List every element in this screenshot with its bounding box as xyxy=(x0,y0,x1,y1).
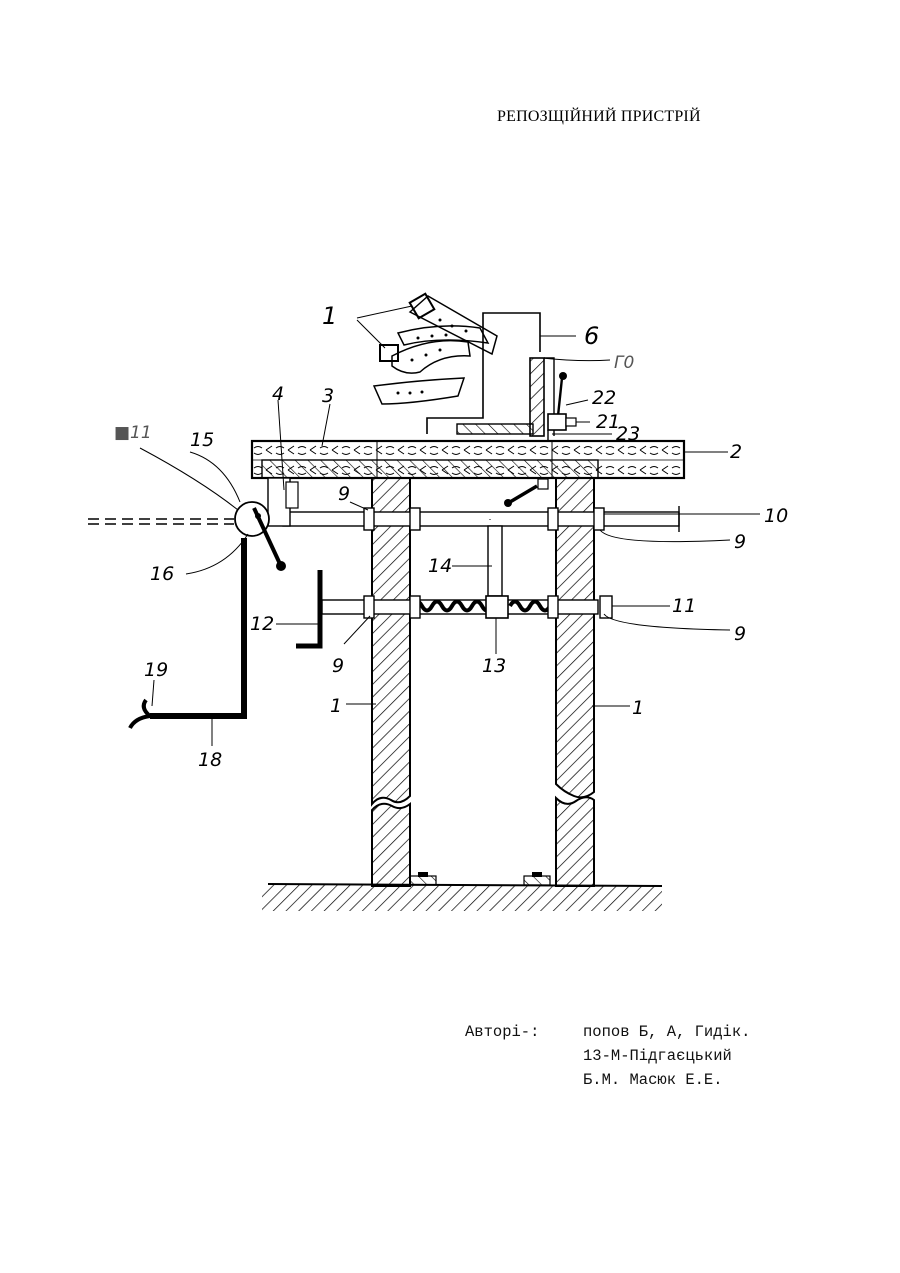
label-9-c: 9 xyxy=(734,623,746,645)
table-top xyxy=(252,441,684,478)
authors-label: Авторі-: xyxy=(465,1020,583,1044)
label-12: 12 xyxy=(250,613,274,635)
hinge-wheel xyxy=(88,478,298,571)
label-2: 2 xyxy=(730,441,742,463)
authors-line-1: попов Б, А, Гидік. xyxy=(583,1020,750,1044)
authors-line-2: 13-М-Підгаєцький xyxy=(465,1044,750,1068)
vertical-post xyxy=(488,526,502,596)
label-9-d: 9 xyxy=(332,655,344,677)
label-16: 16 xyxy=(150,563,174,585)
label-4: 4 xyxy=(272,383,284,405)
label-1-right: 1 xyxy=(632,697,644,719)
label-19: 19 xyxy=(144,659,168,681)
label-11-top: ■11 xyxy=(114,423,152,443)
label-14: 14 xyxy=(428,555,452,577)
authors-block: Авторі-: попов Б, А, Гидік. 13-М-Підгаєц… xyxy=(465,1020,750,1092)
label-13: 13 xyxy=(482,655,506,677)
label-23: 23 xyxy=(616,423,640,445)
label-10: 10 xyxy=(764,505,788,527)
label-3: 3 xyxy=(322,385,334,407)
label-22: 22 xyxy=(592,387,616,409)
label-1-left: 1 xyxy=(330,695,342,717)
label-18: 18 xyxy=(198,749,222,771)
upper-rod xyxy=(283,506,679,532)
label-20: Г0 xyxy=(614,353,634,373)
part-labels: 1 6 Г0 22 21 23 2 3 4 15 ■11 9 10 9 16 1… xyxy=(114,302,788,771)
right-leg xyxy=(556,478,594,886)
crank-handle xyxy=(296,570,320,646)
authors-line-3: Б.М. Масюк Е.Е. xyxy=(465,1068,750,1092)
ground xyxy=(262,872,662,911)
label-1-top: 1 xyxy=(322,302,337,330)
left-leg xyxy=(372,478,410,886)
label-9-b: 9 xyxy=(734,531,746,553)
foot-pedal xyxy=(130,538,244,728)
label-9-a: 9 xyxy=(338,483,350,505)
label-6: 6 xyxy=(584,322,599,350)
upper-lever xyxy=(548,372,576,441)
label-15: 15 xyxy=(190,429,214,451)
table-lever xyxy=(504,479,548,507)
label-11: 11 xyxy=(672,595,696,617)
